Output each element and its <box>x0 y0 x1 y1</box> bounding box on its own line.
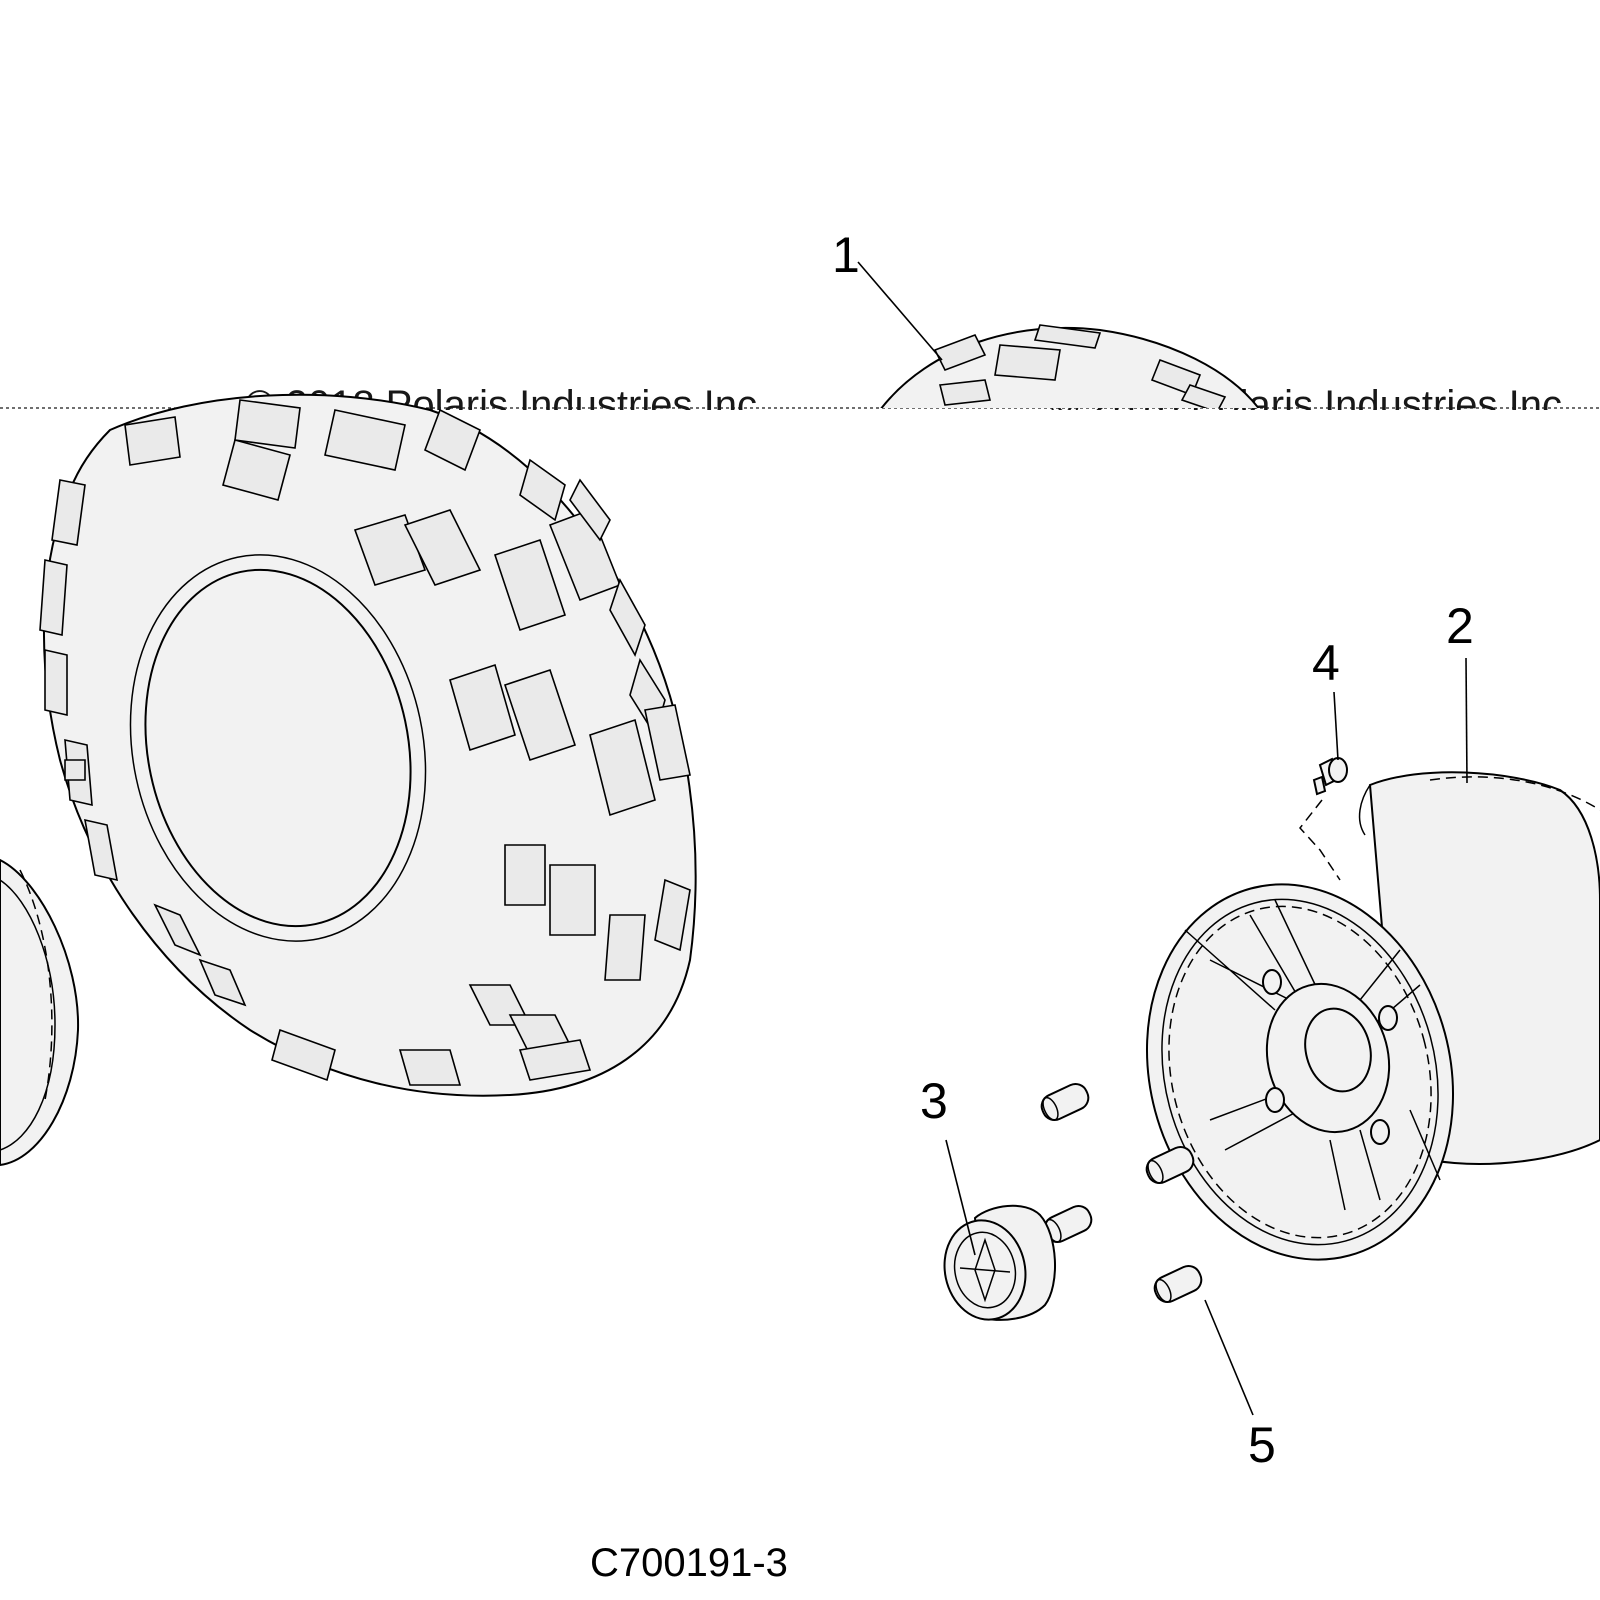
lug-hole <box>1378 1005 1398 1031</box>
wheel <box>1145 771 1600 1261</box>
callout-1: 1 <box>832 227 860 283</box>
background-wheel-partial <box>0 858 80 1167</box>
callout-3: 3 <box>920 1073 948 1129</box>
leader-line-1 <box>857 261 943 361</box>
lug-nut <box>1145 1146 1195 1184</box>
callout-2: 2 <box>1446 598 1474 654</box>
leader-line-5 <box>1204 1299 1254 1416</box>
callout-leaders <box>857 261 1468 1416</box>
leader-line-3 <box>945 1139 976 1256</box>
center-cap <box>943 1204 1057 1321</box>
callout-5: 5 <box>1248 1417 1276 1473</box>
wheel-center-bore <box>1304 1007 1372 1093</box>
lug-nut <box>1040 1083 1090 1121</box>
valve-stem <box>1299 757 1348 881</box>
lug-hole <box>1262 969 1282 995</box>
callout-4: 4 <box>1312 635 1340 691</box>
leader-line-2 <box>1465 657 1468 784</box>
lug-hole <box>1370 1119 1390 1145</box>
tire-bead-opening <box>144 568 412 928</box>
leader-line-4 <box>1333 691 1339 761</box>
tire <box>39 393 697 1097</box>
background-tire <box>880 324 1260 408</box>
lug-nut <box>1153 1265 1203 1303</box>
callout-numbers: 1 2 3 4 5 <box>832 227 1474 1473</box>
figure-id: C700191-3 <box>590 1541 788 1585</box>
lug-nuts <box>1040 1083 1203 1303</box>
lug-hole <box>1265 1087 1285 1113</box>
